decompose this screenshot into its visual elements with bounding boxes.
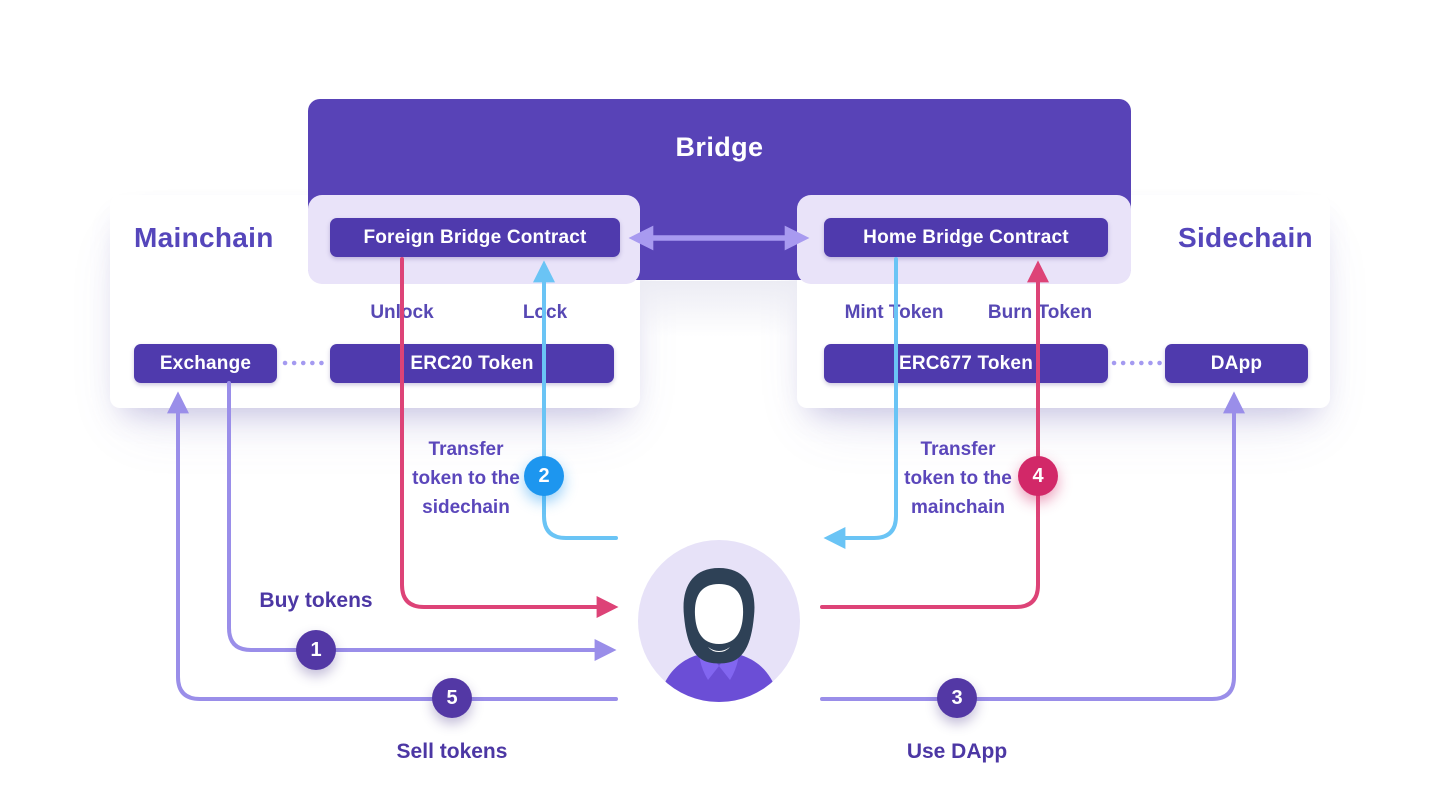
node-erc20-token: ERC20 Token — [330, 344, 614, 383]
bridge-center-shadow — [640, 281, 797, 337]
step-badge-1: 1 — [296, 630, 336, 670]
mint-token-label: Mint Token — [844, 302, 944, 323]
bridge-title: Bridge — [675, 132, 764, 162]
use-dapp-line — [820, 391, 1245, 701]
user-avatar — [638, 540, 800, 702]
sell-tokens-label: Sell tokens — [396, 740, 508, 763]
mainchain-title: Mainchain — [134, 222, 274, 253]
node-exchange: Exchange — [134, 344, 277, 383]
step-badge-4: 4 — [1018, 456, 1058, 496]
transfer-mainchain-line2: token to the — [904, 468, 1012, 489]
transfer-sidechain-line2: token to the — [412, 468, 520, 489]
node-erc677-token: ERC677 Token — [824, 344, 1108, 383]
buy-tokens-label: Buy tokens — [259, 589, 373, 612]
unlock-label: Unlock — [370, 302, 434, 323]
step-badge-5: 5 — [432, 678, 472, 718]
node-home-bridge-contract: Home Bridge Contract — [824, 218, 1108, 257]
lock-label: Lock — [522, 302, 568, 323]
node-dapp: DApp — [1165, 344, 1308, 383]
transfer-mainchain-line3: mainchain — [911, 497, 1005, 518]
step-badge-2: 2 — [524, 456, 564, 496]
use-dapp-label: Use DApp — [906, 740, 1008, 763]
transfer-to-mainchain-label: Transfer token to the mainchain — [904, 435, 1012, 522]
user-avatar-illustration — [638, 540, 800, 702]
burn-token-label: Burn Token — [987, 302, 1093, 323]
transfer-sidechain-line1: Transfer — [428, 439, 504, 460]
transfer-to-sidechain-label: Transfer token to the sidechain — [412, 435, 520, 522]
sell-tokens-line — [167, 391, 618, 701]
transfer-sidechain-line3: sidechain — [422, 497, 510, 518]
step-badge-3: 3 — [937, 678, 977, 718]
node-foreign-bridge-contract: Foreign Bridge Contract — [330, 218, 620, 257]
transfer-mainchain-line1: Transfer — [920, 439, 996, 460]
sidechain-title: Sidechain — [1178, 222, 1313, 253]
